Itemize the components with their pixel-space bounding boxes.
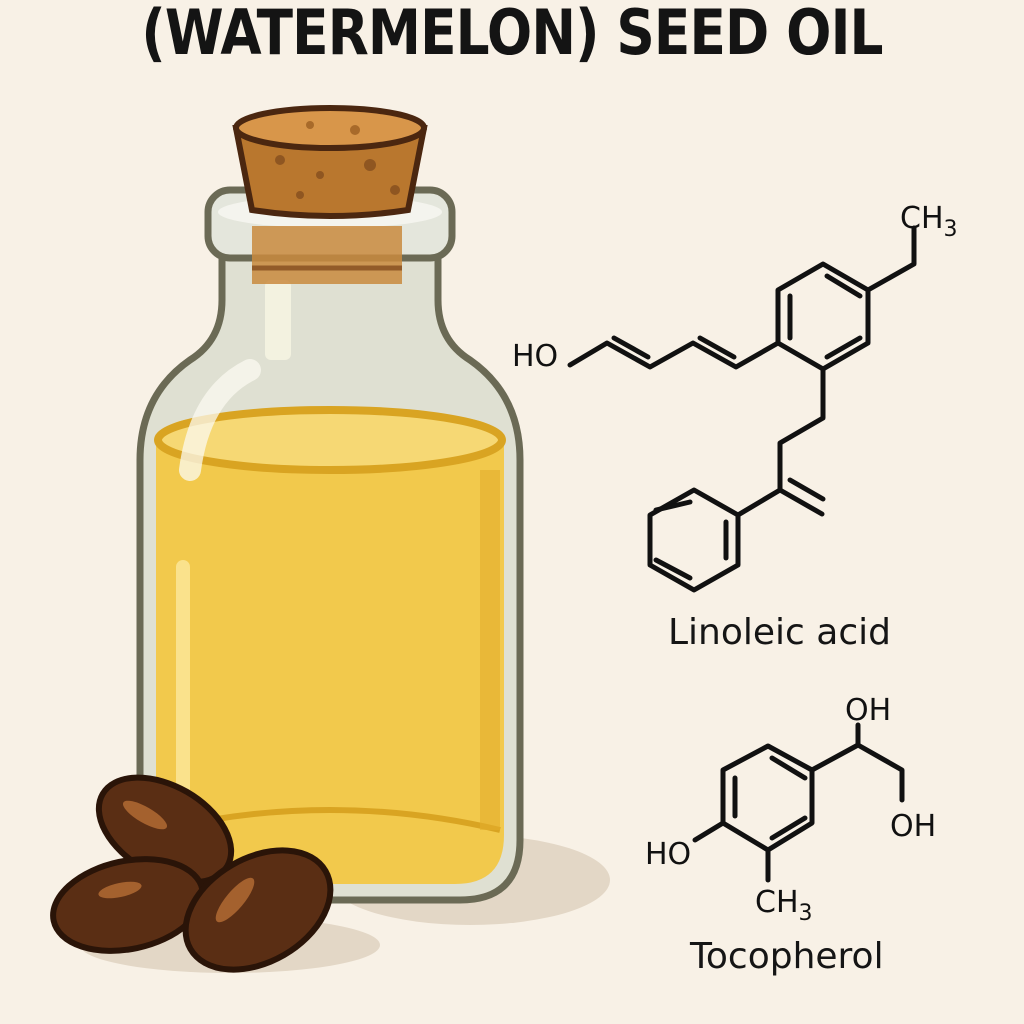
linoleic-acid-label: Linoleic acid	[668, 612, 891, 653]
methyl-label: CH3	[755, 885, 813, 926]
page-title: (WATERMELON) SEED OIL	[141, 0, 883, 69]
linoleic-acid-structure	[567, 225, 917, 593]
bottle-icon	[136, 186, 524, 904]
tocopherol-structure	[692, 722, 905, 883]
hydroxyl-label: HO	[645, 837, 691, 872]
hydroxyl-label: OH	[845, 693, 891, 728]
seed-icon	[95, 774, 235, 886]
methyl-label: CH3	[900, 201, 958, 242]
hydroxyl-label: HO	[512, 339, 558, 374]
cork-icon	[232, 105, 428, 219]
tocopherol-label: Tocopherol	[690, 936, 884, 977]
seed-icon	[182, 847, 334, 973]
hydroxyl-label: OH	[890, 809, 936, 844]
